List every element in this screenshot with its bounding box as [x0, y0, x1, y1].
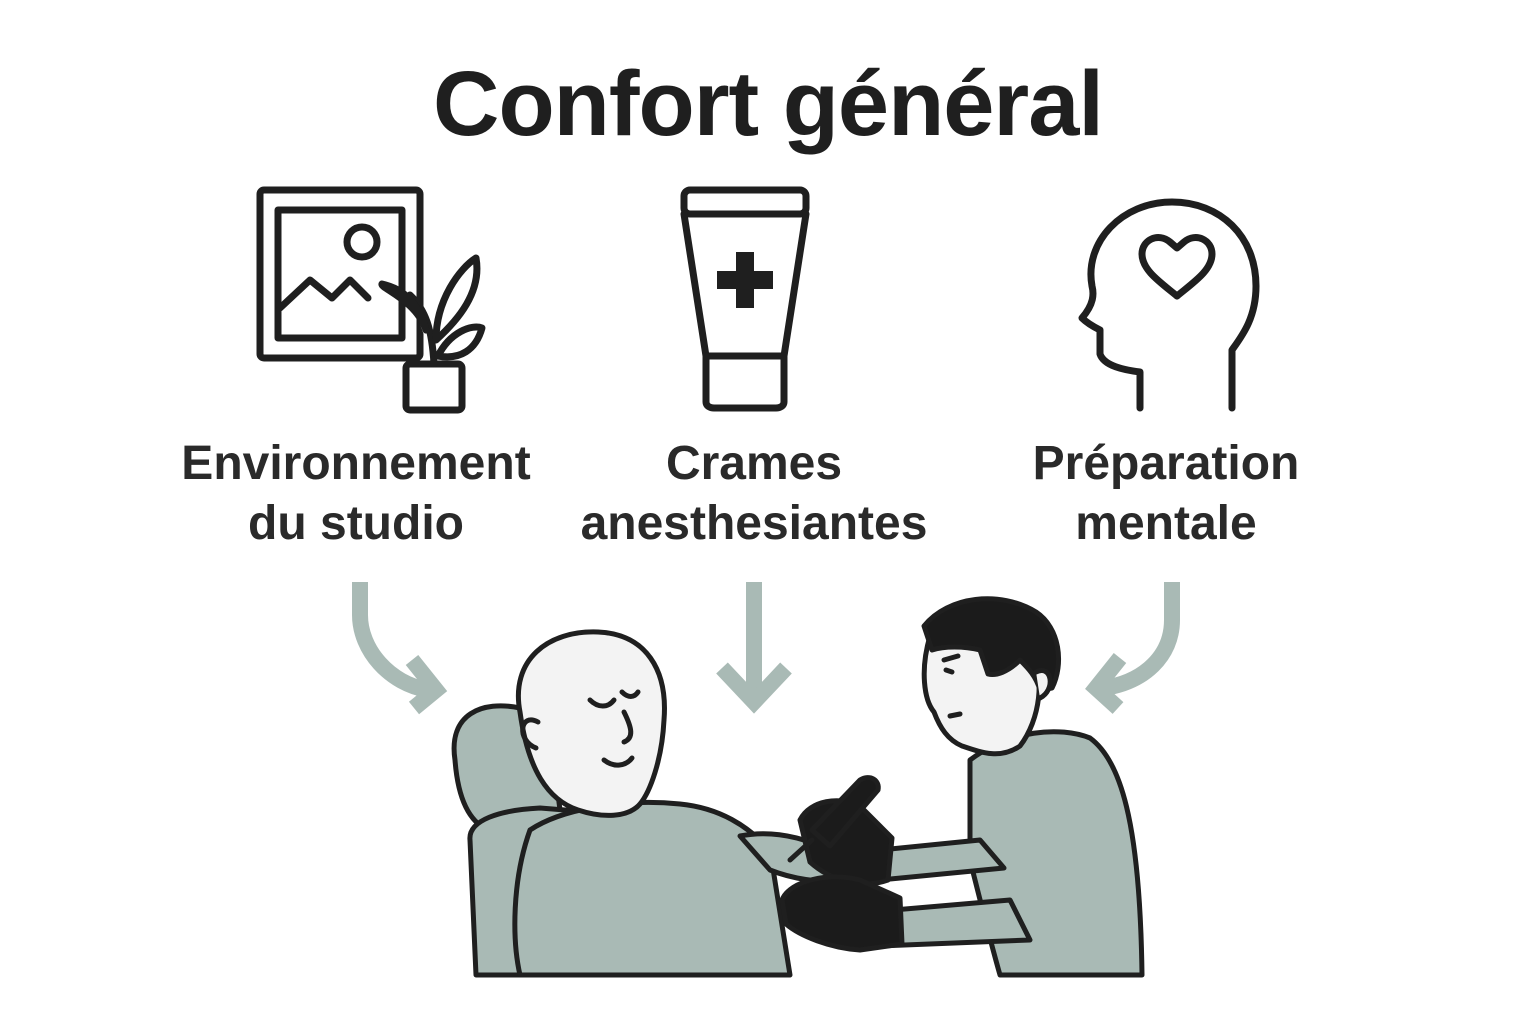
factor-label-line: Préparation — [1032, 437, 1300, 490]
artist-mouth — [947, 711, 963, 719]
medical-cream-tube-icon — [680, 186, 810, 412]
artist-glove-lower — [779, 874, 905, 953]
arrow-right — [1102, 582, 1180, 696]
arrow-left — [352, 582, 430, 698]
artist-eye — [943, 667, 955, 675]
factor-label-studio: Environnement du studio — [126, 434, 586, 554]
head-heart-icon — [1078, 198, 1260, 412]
artist-hair — [921, 596, 1061, 693]
client-head — [516, 629, 667, 818]
artist-ear — [1033, 668, 1053, 701]
factor-label-line: mentale — [1075, 497, 1257, 550]
arrow-right-head — [1085, 653, 1127, 714]
diagram-title: Confort général — [433, 53, 1104, 155]
artist-brow — [941, 653, 961, 663]
client-nose — [621, 709, 634, 745]
factor-label-line: anesthesiantes — [580, 497, 928, 550]
client-smile — [601, 755, 635, 768]
client-eye-right — [619, 689, 641, 699]
picture-plant-icon — [256, 186, 486, 414]
arrow-left-head — [405, 655, 448, 715]
tattoo-needle — [787, 837, 815, 863]
tattoo-machine — [809, 775, 881, 849]
client-ear — [520, 717, 541, 751]
client-eye-left — [587, 697, 617, 709]
arrow-middle-head — [716, 662, 792, 714]
factor-label-mental: Préparation mentale — [936, 434, 1396, 554]
factor-label-line: Crames — [665, 437, 843, 490]
factor-label-creams: Crames anesthesiantes — [524, 434, 984, 554]
factor-label-line: du studio — [248, 497, 464, 550]
client-body — [512, 799, 793, 978]
factor-label-line: Environnement — [181, 437, 531, 490]
